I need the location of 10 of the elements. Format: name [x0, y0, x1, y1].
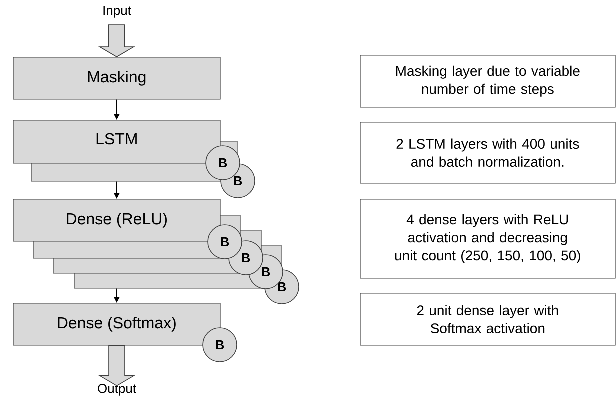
layer-box: Masking [13, 57, 221, 100]
block-arrow [98, 24, 136, 58]
block-arrow [98, 345, 136, 386]
io-label: Output [98, 384, 136, 396]
description-box: 4 dense layers with ReLU activation and decreasing unit count (250, 150, 100, 50) [360, 199, 616, 279]
description-box: Masking layer due to variable number of time steps [360, 55, 616, 108]
layer-box: Dense (ReLU) [13, 199, 221, 242]
io-label: Input [104, 6, 132, 18]
description-box: 2 LSTM layers with 400 units and batch normalization. [360, 122, 616, 184]
description-box: 2 unit dense layer with Softmax activation [360, 293, 616, 346]
